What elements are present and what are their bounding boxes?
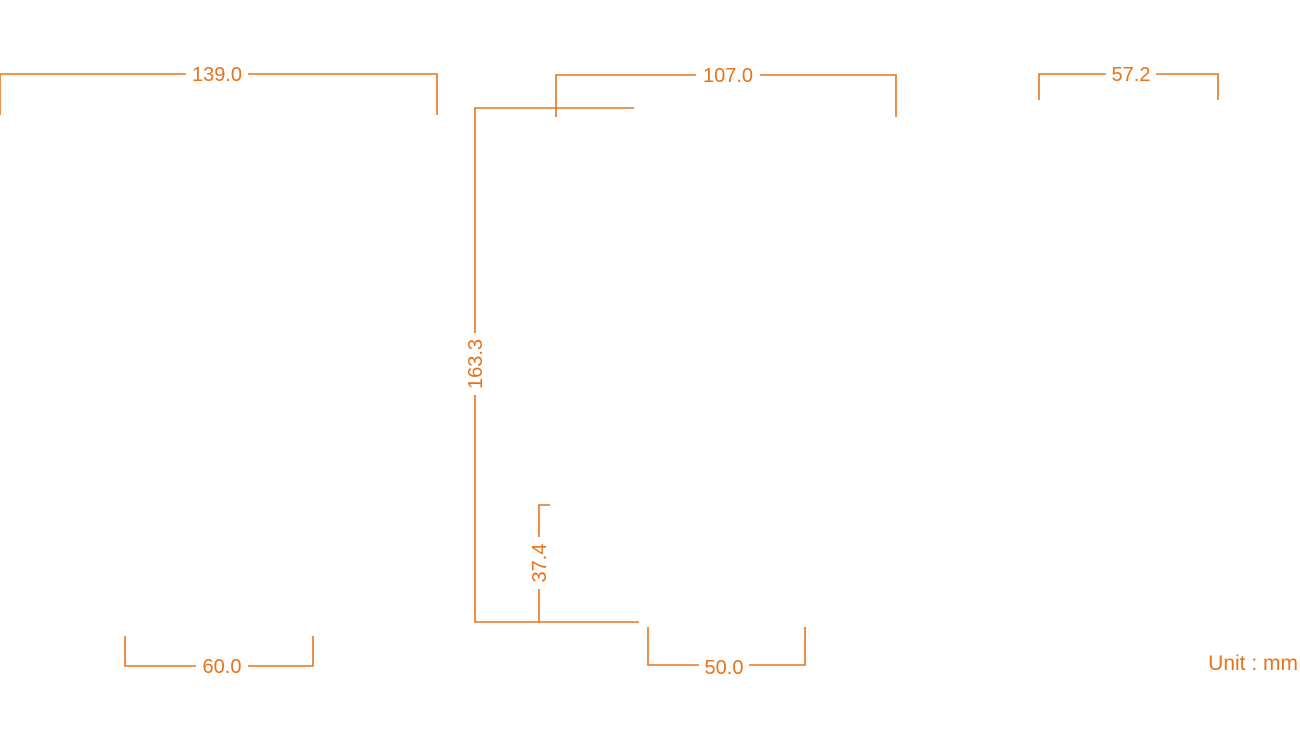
dimension-label-107: 107.0 bbox=[703, 65, 753, 87]
dimension-label-139: 139.0 bbox=[192, 64, 242, 86]
unit-label: Unit : mm bbox=[1208, 652, 1298, 675]
dimension-163-3: 163.3 bbox=[463, 107, 639, 623]
dimension-107: 107.0 bbox=[555, 63, 897, 117]
dimension-label-163-3: 163.3 bbox=[465, 339, 487, 389]
dimension-37-4: 37.4 bbox=[527, 504, 551, 622]
dimension-139: 139.0 bbox=[0, 62, 438, 115]
dimension-label-57-2: 57.2 bbox=[1112, 64, 1151, 86]
dimension-50: 50.0 bbox=[647, 627, 806, 679]
dimension-label-60: 60.0 bbox=[203, 656, 242, 678]
dimension-label-37-4: 37.4 bbox=[529, 544, 551, 583]
dimension-60: 60.0 bbox=[124, 636, 314, 678]
dimension-label-50: 50.0 bbox=[705, 657, 744, 679]
dimension-57-2: 57.2 bbox=[1038, 62, 1219, 100]
